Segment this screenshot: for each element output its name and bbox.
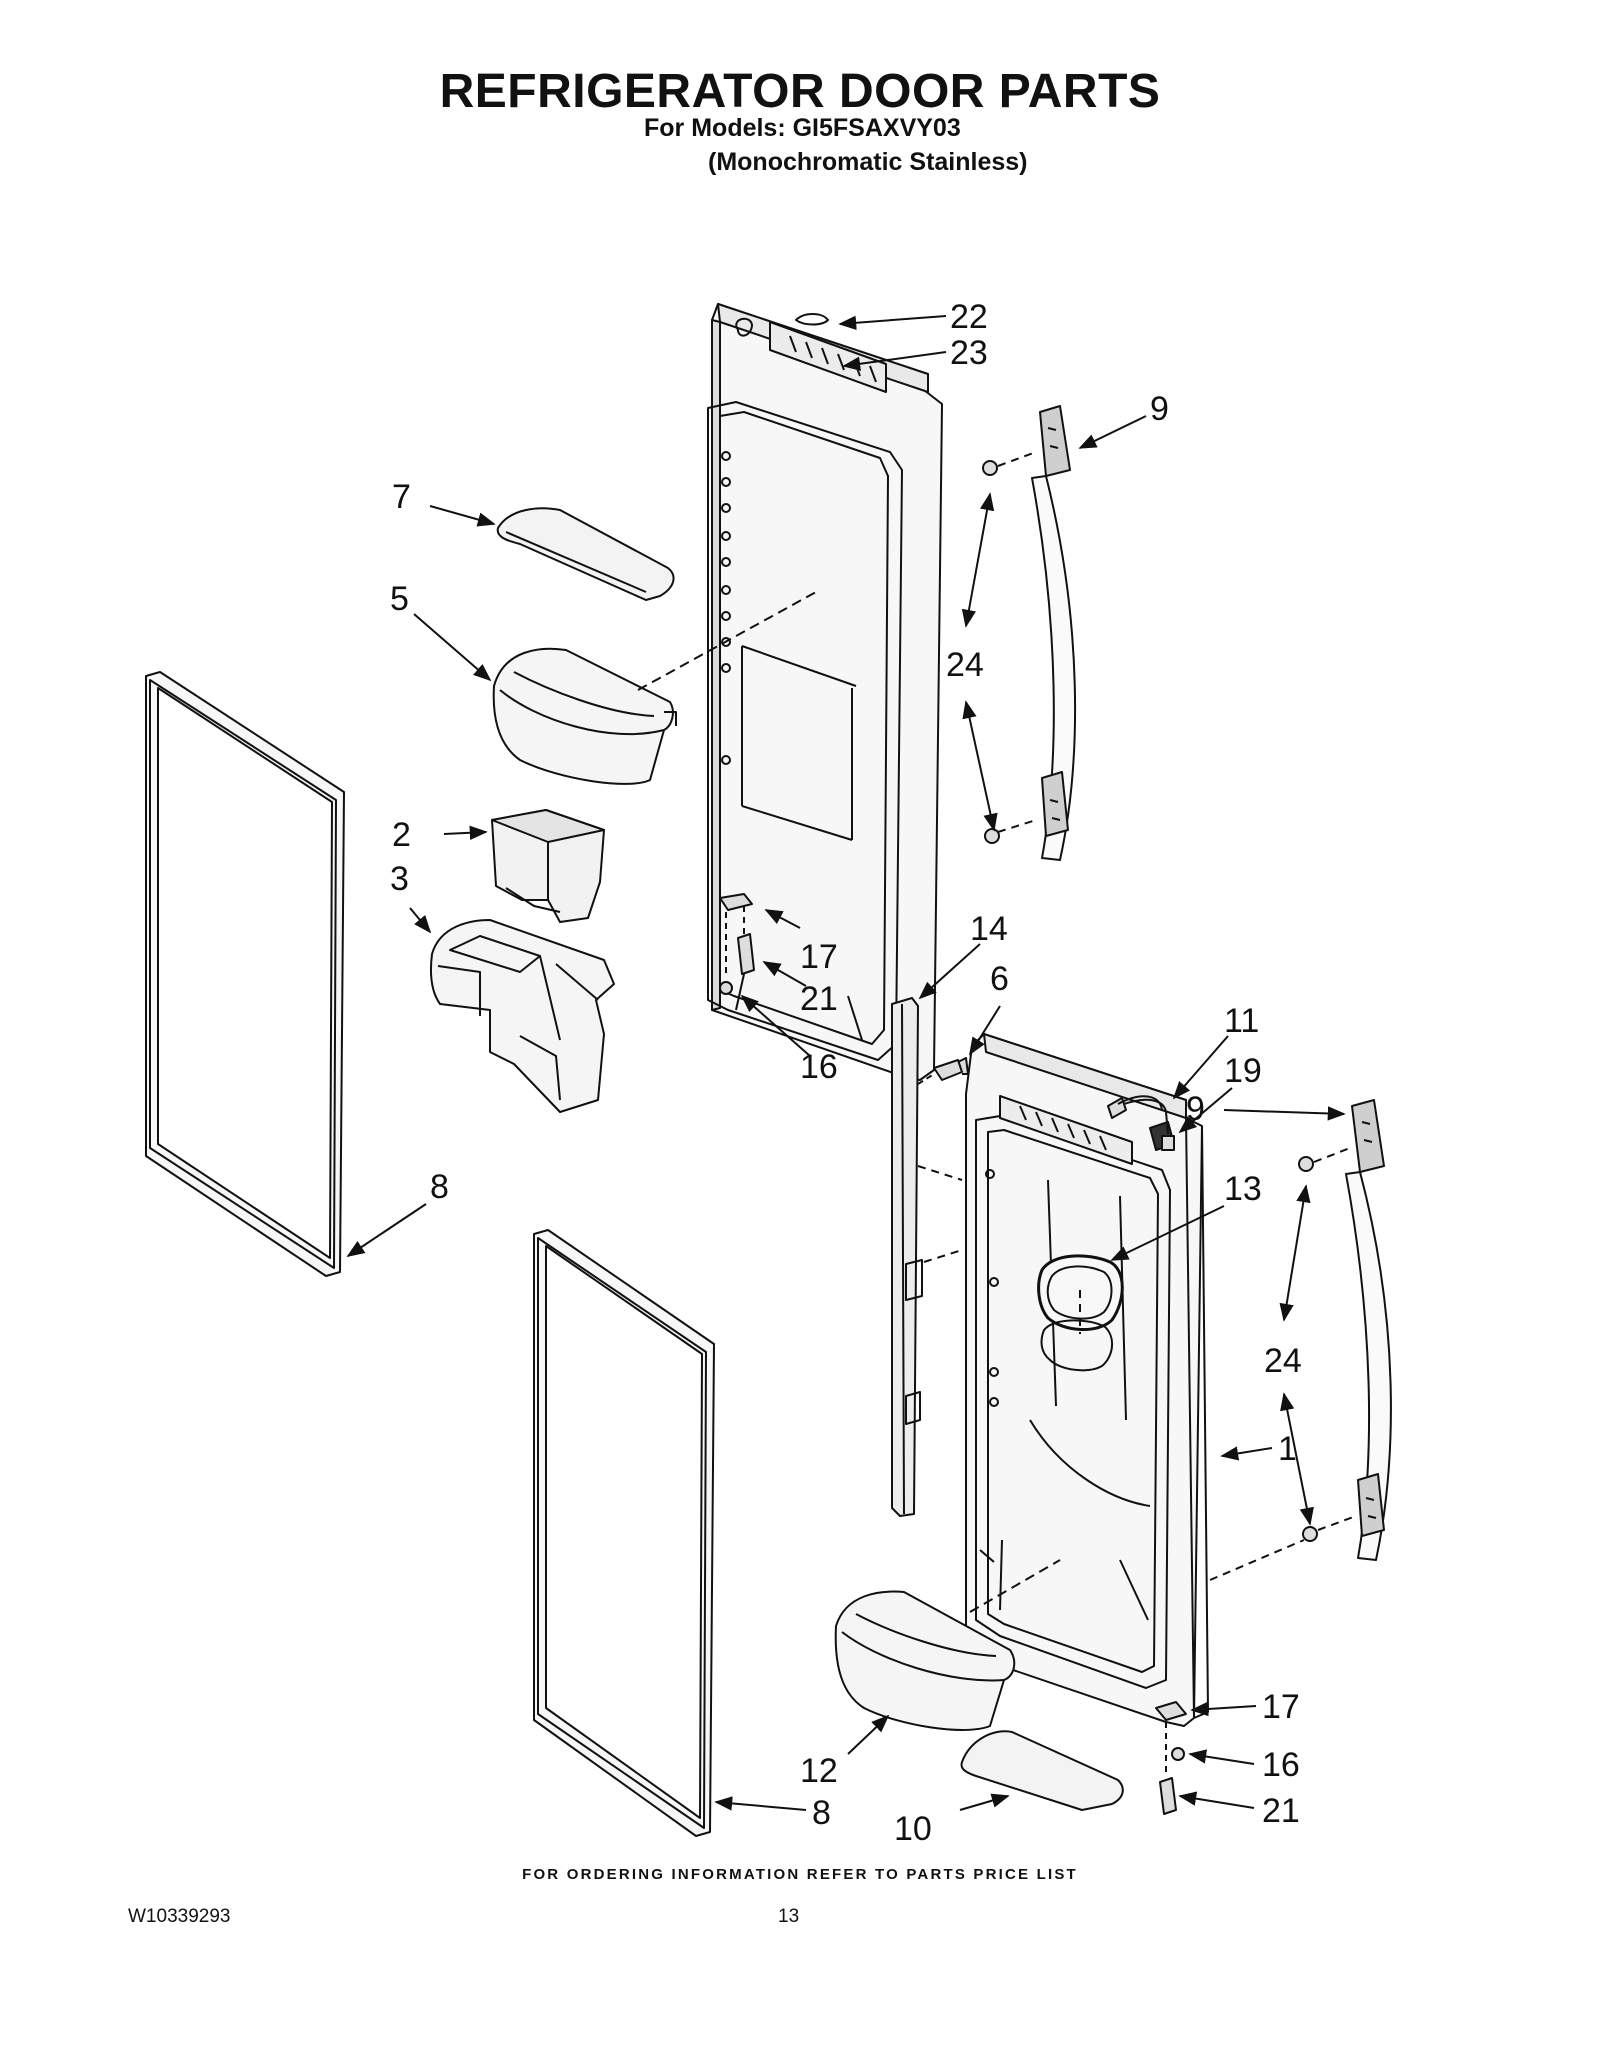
callout-5: 5 <box>390 580 409 618</box>
part-5-door-bin <box>492 647 677 785</box>
ordering-note: FOR ORDERING INFORMATION REFER TO PARTS … <box>522 1866 1078 1883</box>
callout-2: 2 <box>392 816 411 854</box>
callout-7: 7 <box>392 478 411 516</box>
callout-8-upper: 8 <box>430 1168 449 1206</box>
callout-24-upper: 24 <box>946 646 984 684</box>
part-12-door-bin <box>834 1590 1016 1731</box>
document-number: W10339293 <box>128 1906 231 1927</box>
dash-line <box>1209 1147 1357 1581</box>
callout-24-lower: 24 <box>1264 1342 1302 1380</box>
callout-9-lower: 9 <box>1186 1090 1205 1128</box>
shelf-lid-edge <box>505 531 647 593</box>
upper-door-liner <box>707 303 943 1081</box>
callout-14: 14 <box>970 910 1008 948</box>
dash-line <box>917 1073 935 1085</box>
callout-9-upper: 9 <box>1150 390 1169 428</box>
leader-arrows-24 <box>961 492 1314 1526</box>
dash-line <box>997 451 1037 833</box>
models-line: For Models: GI5FSAXVY03 <box>644 114 961 142</box>
lower-handle-screws <box>1298 1156 1318 1542</box>
callout-23: 23 <box>950 334 988 372</box>
upper-handle <box>1031 405 1077 861</box>
part-22-clip <box>795 313 829 326</box>
upper-handle-screws <box>982 460 1000 844</box>
part-8-gasket-lower <box>533 1229 715 1837</box>
leader-arrows <box>346 315 1346 1811</box>
lower-handle <box>1345 1099 1392 1561</box>
page-title: REFRIGERATOR DOOR PARTS <box>439 65 1161 118</box>
dash-line <box>917 1165 963 1263</box>
part-19-fitting <box>1161 1135 1175 1151</box>
callout-19: 19 <box>1224 1052 1262 1090</box>
callout-labels: 22 23 9 7 5 24 2 3 17 21 16 14 6 8 11 19… <box>390 298 1302 1848</box>
dash-line <box>637 591 817 691</box>
callout-3: 3 <box>390 860 409 898</box>
callout-12: 12 <box>800 1752 838 1790</box>
dash-line <box>969 1559 1061 1613</box>
part-11-water-tube <box>1107 1095 1169 1135</box>
callout-13: 13 <box>1224 1170 1262 1208</box>
callout-10: 10 <box>894 1810 932 1848</box>
callout-6: 6 <box>990 960 1009 998</box>
part-7-shelf-lid <box>496 507 675 601</box>
page-number: 13 <box>778 1906 800 1927</box>
callout-11: 11 <box>1224 1002 1259 1040</box>
variant-line: (Monochromatic Stainless) <box>708 148 1028 176</box>
callout-17-lower: 17 <box>1262 1688 1300 1726</box>
callout-1: 1 <box>1278 1430 1297 1468</box>
part-6-screw <box>933 1057 969 1081</box>
callout-22: 22 <box>950 298 988 336</box>
callout-21-upper: 21 <box>800 980 838 1018</box>
callout-17-upper: 17 <box>800 938 838 976</box>
callout-21-lower: 21 <box>1262 1792 1300 1830</box>
lower-door-liner <box>965 1033 1209 1727</box>
part-14-strip <box>891 997 923 1517</box>
part-10-shelf-lid <box>960 1730 1124 1811</box>
callout-16-lower: 16 <box>1262 1746 1300 1784</box>
part-2-ice-bucket <box>491 809 605 923</box>
callout-16-upper: 16 <box>800 1048 838 1086</box>
part-8-gasket-upper <box>145 671 345 1277</box>
upper-hinge-hardware <box>719 893 755 995</box>
callout-8-lower: 8 <box>812 1794 831 1832</box>
part-3-bucket-holder <box>430 919 615 1113</box>
lower-hinge-hardware <box>1155 1701 1187 1815</box>
